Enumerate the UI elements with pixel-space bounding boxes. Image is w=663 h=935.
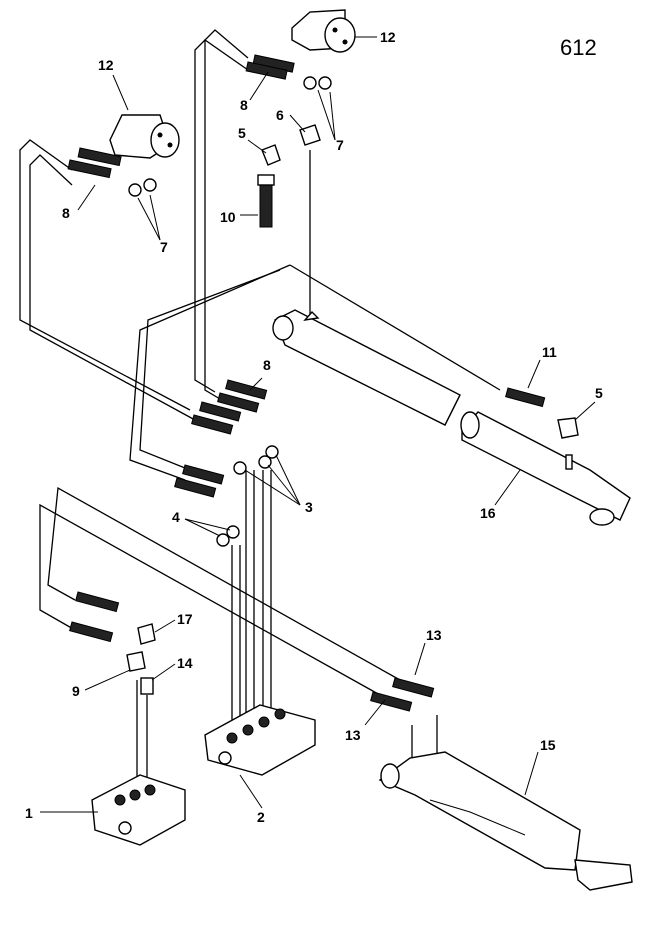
label-7-left: 7	[160, 239, 168, 255]
label-9: 9	[72, 683, 80, 699]
label-2: 2	[257, 809, 265, 825]
label-5-right: 5	[595, 385, 603, 401]
control-valve-2	[204, 704, 316, 776]
label-12-upper: 12	[380, 29, 396, 45]
label-1: 1	[25, 805, 33, 821]
label-15: 15	[540, 737, 556, 753]
callout-labels: 12 12 8 8 8 6 5 5 7 7 10 11 16 3 4 17 14…	[25, 29, 603, 825]
hose-8-group	[67, 54, 295, 179]
hydraulic-motor-12-left	[109, 114, 180, 197]
label-3: 3	[305, 499, 313, 515]
lift-cylinder-15	[378, 751, 633, 891]
leader-lines	[40, 36, 596, 813]
steering-cylinder-upper	[272, 309, 461, 426]
page-number: 612	[560, 35, 597, 60]
label-13-lower: 13	[345, 727, 361, 743]
label-17: 17	[177, 611, 193, 627]
label-8-center: 8	[263, 357, 271, 373]
fittings-5-6-10	[257, 124, 321, 228]
label-4: 4	[172, 509, 180, 525]
label-7-upper: 7	[336, 137, 344, 153]
hoses-center	[174, 379, 268, 498]
label-14: 14	[177, 655, 193, 671]
label-16: 16	[480, 505, 496, 521]
label-6: 6	[276, 107, 284, 123]
fittings-3-4	[216, 445, 279, 547]
hose-11-fitting-5	[505, 387, 579, 439]
hydraulic-motor-12-upper	[291, 9, 356, 90]
label-8-upper: 8	[240, 97, 248, 113]
label-12-left: 12	[98, 57, 114, 73]
label-11: 11	[542, 344, 557, 360]
control-valve-1	[91, 774, 186, 846]
hoses-lower-left	[69, 591, 156, 695]
cylinder-16	[460, 411, 631, 526]
label-5-upper: 5	[238, 125, 246, 141]
label-10: 10	[220, 209, 236, 225]
label-13-upper: 13	[426, 627, 442, 643]
hoses-13	[370, 677, 435, 712]
hydraulic-pipes	[19, 29, 501, 790]
label-8-left: 8	[62, 205, 70, 221]
